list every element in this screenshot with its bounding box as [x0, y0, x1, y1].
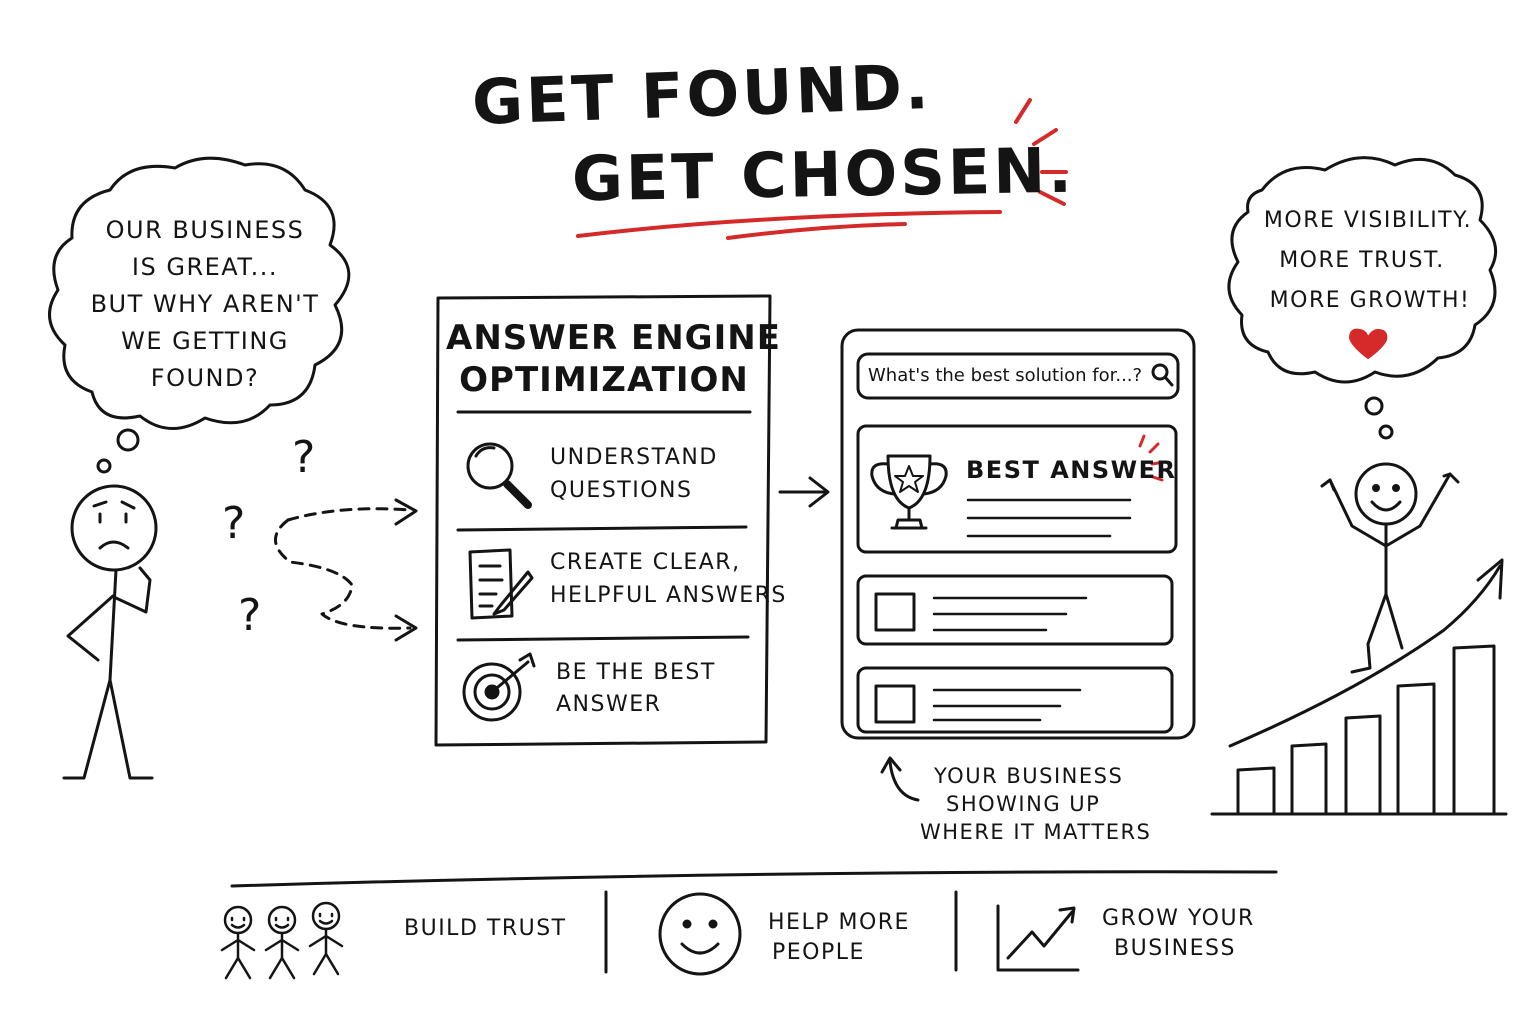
question-mark: ? — [238, 590, 262, 641]
best-answer-burst-icon — [1138, 434, 1166, 482]
people-group-icon — [220, 901, 344, 980]
target-arrow-icon — [462, 652, 536, 722]
aeo-step-line: UNDERSTAND — [550, 445, 718, 470]
result-text-lines — [932, 688, 1082, 722]
search-panel-frame — [840, 328, 1196, 740]
left-thought-bubble-large — [116, 428, 140, 452]
left-thought-cloud — [48, 156, 351, 430]
magnifier-icon — [466, 442, 532, 509]
question-mark: ? — [222, 498, 246, 549]
caption-arrow-icon — [880, 756, 920, 802]
trophy-icon — [870, 454, 948, 530]
growth-chart — [1210, 558, 1508, 816]
headline-burst-icon — [1014, 98, 1068, 206]
aeo-step-line: CREATE CLEAR, — [550, 550, 741, 575]
right-thought-bubble-small — [1378, 424, 1394, 440]
aeo-title-line-2: OPTIMIZATION — [459, 360, 749, 400]
document-pencil-icon — [468, 548, 534, 620]
bottom-divider — [230, 870, 1278, 888]
benefit-label: BUSINESS — [1114, 936, 1236, 961]
right-thought-line: MORE GROWTH! — [1269, 288, 1471, 313]
right-thought-cloud — [1227, 156, 1498, 384]
caption-line: YOUR BUSINESS — [934, 764, 1124, 788]
left-thought-line: OUR BUSINESS — [105, 216, 305, 244]
benefit-label: HELP MORE — [768, 910, 910, 935]
result-thumbnail — [874, 592, 916, 632]
benefit-label: PEOPLE — [772, 940, 865, 965]
aeo-title-line-1: ANSWER ENGINE — [446, 318, 781, 358]
result-text-lines — [932, 596, 1088, 632]
result-thumbnail — [874, 684, 916, 724]
search-bar[interactable] — [856, 352, 1180, 400]
dashed-arrows — [274, 498, 418, 642]
left-thought-line: BUT WHY AREN'T — [90, 290, 320, 318]
question-mark: ? — [292, 432, 316, 483]
result-card[interactable] — [856, 666, 1174, 734]
left-thought-line: FOUND? — [150, 364, 260, 392]
caption-line: SHOWING UP — [946, 792, 1101, 816]
right-thought-bubble-large — [1364, 396, 1384, 416]
left-thought-line: WE GETTING — [121, 327, 289, 355]
growth-chart-icon — [996, 904, 1080, 972]
aeo-step-line: QUESTIONS — [550, 478, 693, 503]
headline-underline — [576, 210, 1002, 240]
benefit-label: BUILD TRUST — [404, 916, 567, 941]
benefit-label: GROW YOUR — [1102, 906, 1255, 931]
heart-icon — [1349, 328, 1388, 359]
caption-line: WHERE IT MATTERS — [920, 820, 1152, 844]
smiley-face-icon — [658, 892, 742, 976]
arrow-to-search — [778, 476, 830, 508]
aeo-step-line: ANSWER — [556, 692, 662, 717]
right-thought-line: MORE TRUST. — [1279, 248, 1445, 273]
headline-line-2: GET CHOSEN. — [571, 133, 1076, 216]
result-card[interactable] — [856, 574, 1174, 646]
best-answer-label: BEST ANSWER — [966, 456, 1177, 484]
happy-stick-figure — [1320, 462, 1460, 674]
best-answer-text-lines — [966, 498, 1132, 538]
search-icon[interactable] — [1151, 363, 1174, 387]
aeo-step-line: HELPFUL ANSWERS — [550, 583, 787, 608]
best-answer-card[interactable] — [856, 424, 1178, 554]
left-thought-line: IS GREAT... — [131, 253, 279, 281]
aeo-step-line: BE THE BEST — [556, 660, 716, 685]
worried-stick-figure — [62, 484, 158, 780]
aeo-panel-frame — [434, 294, 772, 747]
right-thought-line: MORE VISIBILITY. — [1263, 208, 1473, 233]
left-thought-bubble-small — [96, 458, 112, 474]
search-query-text[interactable]: What's the best solution for...? — [868, 365, 1143, 386]
